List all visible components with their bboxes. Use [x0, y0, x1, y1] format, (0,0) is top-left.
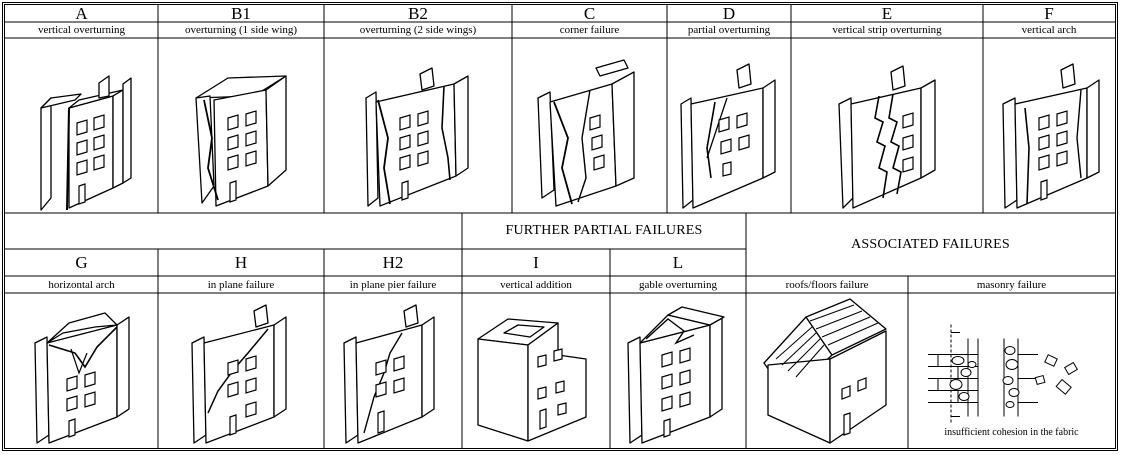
- desc-roofs-floors: roofs/floors failure: [785, 278, 869, 291]
- overturning-one-wing-icon: [158, 38, 324, 213]
- desc-c: corner failure: [559, 24, 620, 36]
- desc-a: vertical overturning: [37, 24, 126, 36]
- code-g: G: [75, 252, 88, 272]
- desc-masonry: masonry failure: [976, 278, 1047, 291]
- associated-failures-header: ASSOCIATED FAILURES: [851, 236, 1010, 252]
- further-partial-failures-header: FURTHER PARTIAL FAILURES: [505, 223, 703, 238]
- code-e: E: [881, 3, 893, 23]
- desc-h2: in plane pier failure: [349, 278, 437, 291]
- desc-f: vertical arch: [1021, 24, 1077, 36]
- code-b2: B2: [408, 3, 428, 23]
- code-b1: B1: [231, 3, 251, 23]
- masonry-failure-icon: insufficient cohesion in the fabric: [908, 293, 1115, 448]
- vertical-arch-icon: [983, 38, 1115, 213]
- masonry-caption: insufficient cohesion in the fabric: [944, 427, 1079, 438]
- code-l: L: [672, 252, 684, 272]
- desc-b1: overturning (1 side wing): [184, 24, 298, 36]
- desc-i: vertical addition: [500, 278, 572, 291]
- desc-e: vertical strip overturning: [832, 24, 942, 36]
- code-h: H: [234, 252, 248, 272]
- corner-failure-icon: [512, 38, 667, 213]
- roof-floor-failure-icon: [746, 293, 908, 448]
- desc-l: gable overturning: [639, 278, 717, 291]
- gable-overturning-icon: [610, 293, 746, 448]
- code-c: C: [583, 3, 596, 23]
- code-a: A: [75, 3, 88, 23]
- vertical-addition-icon: [462, 293, 610, 448]
- desc-b2: overturning (2 side wings): [359, 24, 477, 36]
- in-plane-pier-failure-icon: [324, 293, 462, 448]
- vertical-overturning-icon: [5, 38, 158, 213]
- horizontal-arch-icon: [5, 293, 158, 448]
- desc-d: partial overturning: [687, 24, 771, 36]
- desc-h: in plane failure: [207, 278, 275, 291]
- code-d: D: [722, 3, 736, 23]
- code-f: F: [1044, 3, 1054, 23]
- desc-g: horizontal arch: [48, 278, 115, 291]
- code-i: I: [533, 252, 539, 272]
- overturning-two-wings-icon: [324, 38, 512, 213]
- in-plane-failure-icon: [158, 293, 324, 448]
- code-h2: H2: [382, 252, 404, 272]
- partial-overturning-icon: [667, 38, 791, 213]
- vertical-strip-overturning-icon: [791, 38, 983, 213]
